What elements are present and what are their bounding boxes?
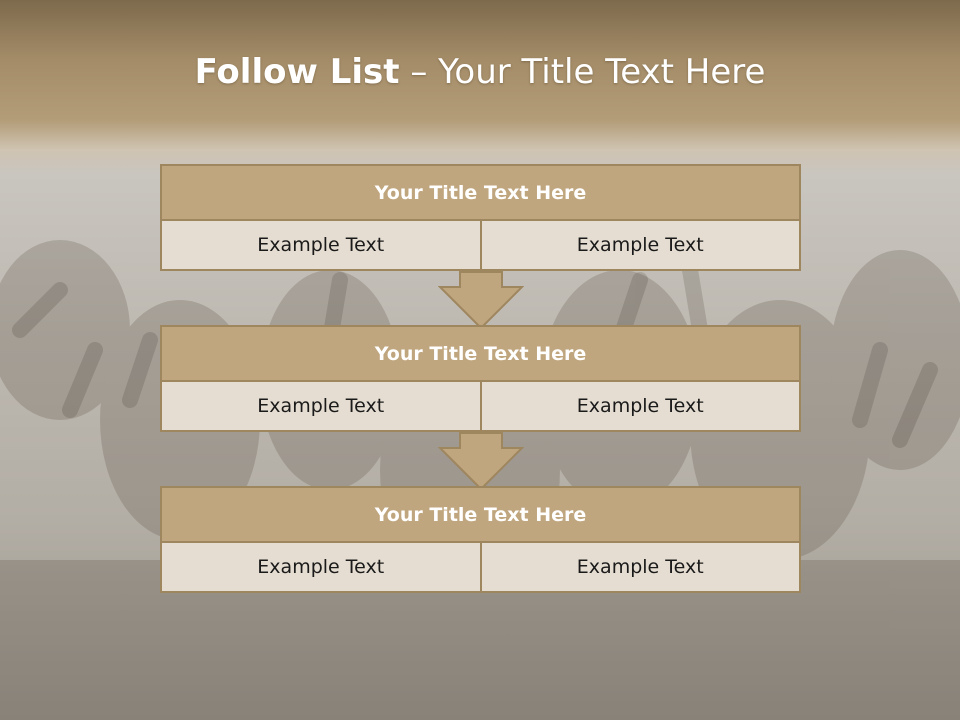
down-arrow-icon [438, 271, 524, 329]
step-1-left-text: Example Text [160, 221, 482, 271]
step-row-3: Example Text Example Text [160, 543, 801, 593]
title-rest: Your Title Text Here [438, 52, 766, 92]
step-1-right-text: Example Text [481, 221, 801, 271]
step-2-left-text: Example Text [160, 382, 482, 432]
title-bold: Follow List [194, 52, 400, 92]
step-2-right-text: Example Text [481, 382, 801, 432]
step-title-2: Your Title Text Here [160, 325, 801, 382]
step-title-3: Your Title Text Here [160, 486, 801, 543]
step-row-1: Example Text Example Text [160, 221, 801, 271]
step-block-2: Your Title Text Here Example Text Exampl… [160, 325, 801, 432]
step-block-3: Your Title Text Here Example Text Exampl… [160, 486, 801, 593]
step-3-right-text: Example Text [481, 543, 801, 593]
step-row-2: Example Text Example Text [160, 382, 801, 432]
slide-title: Follow List – Your Title Text Here [0, 52, 960, 92]
step-3-left-text: Example Text [160, 543, 482, 593]
title-dash: – [410, 52, 428, 92]
step-block-1: Your Title Text Here Example Text Exampl… [160, 164, 801, 271]
down-arrow-icon [438, 432, 524, 490]
step-title-1: Your Title Text Here [160, 164, 801, 221]
